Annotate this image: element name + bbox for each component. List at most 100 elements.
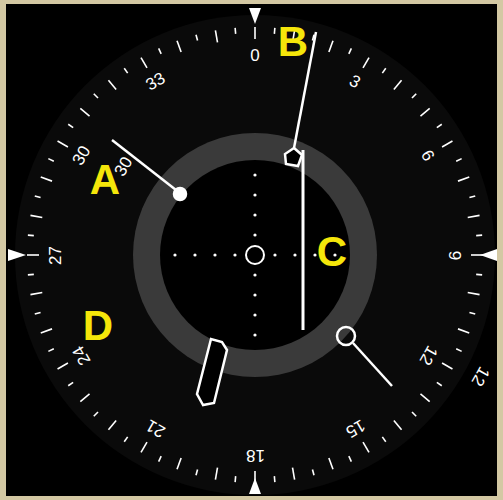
tick [41, 177, 52, 181]
tick [28, 274, 34, 276]
tick [124, 68, 127, 73]
tick [177, 458, 181, 469]
tick [458, 177, 469, 181]
tick [420, 108, 429, 116]
tick [442, 363, 452, 369]
tick [382, 437, 385, 442]
tick [234, 28, 236, 34]
tick [468, 293, 480, 295]
tick [94, 94, 98, 98]
tick [28, 234, 34, 236]
tick [48, 159, 53, 162]
heading-number: 27 [46, 246, 63, 265]
tick [27, 254, 39, 256]
heading-number: 0 [250, 47, 259, 64]
tick [274, 476, 276, 482]
tick [420, 394, 429, 402]
tick [124, 437, 127, 442]
tick [141, 58, 147, 68]
dot [293, 253, 296, 256]
tick [30, 215, 42, 217]
callout-letter: A [90, 159, 120, 201]
tick [159, 48, 162, 53]
dot [213, 253, 216, 256]
tick [58, 141, 68, 147]
dot [253, 233, 256, 236]
tick [442, 141, 452, 147]
heading-number: 3 [347, 72, 364, 91]
callout-letter: B [278, 21, 308, 63]
lubber-marks [8, 8, 497, 494]
heading-number: 12 [416, 343, 440, 368]
tick [196, 35, 198, 41]
tick [329, 41, 333, 52]
tick [68, 124, 73, 127]
heading-number: 21 [143, 416, 168, 440]
dot [253, 273, 256, 276]
deviation-dots [173, 173, 336, 336]
tick [196, 469, 198, 475]
tick [293, 468, 295, 480]
dot [193, 253, 196, 256]
aircraft-symbol [246, 246, 264, 264]
compass-card [15, 15, 495, 495]
tick [469, 312, 475, 314]
tick [349, 456, 352, 461]
tick [80, 394, 89, 402]
tick [141, 442, 147, 452]
tick [456, 159, 461, 162]
pointer-b-tail [337, 327, 392, 386]
tick [363, 58, 369, 68]
dot [253, 173, 256, 176]
tick [68, 382, 73, 385]
tick [456, 349, 461, 352]
dot [273, 253, 276, 256]
tick [312, 469, 314, 475]
course-deviation-bar [302, 150, 305, 330]
instrument-face [6, 4, 497, 496]
tick [159, 456, 162, 461]
tick [382, 68, 385, 73]
tick [35, 196, 41, 198]
heading-number: 18 [246, 447, 265, 464]
tick [412, 94, 416, 98]
tick [234, 476, 236, 482]
tick [476, 274, 482, 276]
tick [254, 27, 256, 39]
tick [94, 412, 98, 416]
tick [274, 28, 276, 34]
tick [30, 293, 42, 295]
tick [329, 458, 333, 469]
course-tail [197, 339, 227, 405]
tick [469, 196, 475, 198]
heading-number: 6 [418, 147, 437, 164]
tick [41, 329, 52, 333]
dot [253, 213, 256, 216]
tick [35, 312, 41, 314]
tick [80, 108, 89, 116]
tick [437, 382, 442, 385]
tick [476, 234, 482, 236]
tick [458, 329, 469, 333]
dot [253, 193, 256, 196]
tick [412, 412, 416, 416]
tick [215, 468, 217, 480]
tick [108, 420, 116, 429]
callout-letter: C [317, 231, 347, 273]
tick-marks [27, 27, 483, 483]
tick [363, 442, 369, 452]
tick [394, 420, 402, 429]
tick [48, 349, 53, 352]
dot [233, 253, 236, 256]
tick [468, 215, 480, 217]
tick [108, 80, 116, 89]
grey-ring [133, 133, 377, 377]
dot [313, 253, 316, 256]
heading-number: 12 [468, 364, 492, 389]
tick [394, 80, 402, 89]
heading-number: 9 [447, 250, 464, 259]
heading-number: 15 [343, 416, 368, 440]
heading-number: 33 [143, 70, 168, 94]
tick [349, 48, 352, 53]
